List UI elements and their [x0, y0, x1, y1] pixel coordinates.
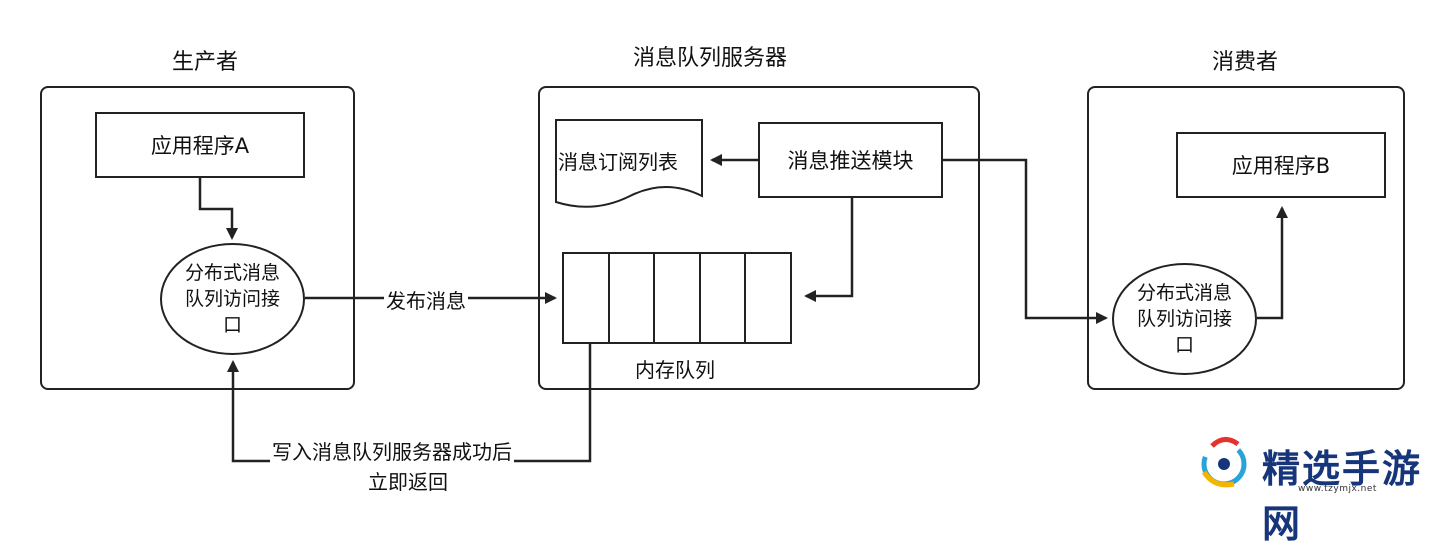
queue-slot: [744, 252, 792, 344]
queue-slot: [562, 252, 610, 344]
consumer-title: 消费者: [1211, 50, 1278, 75]
producer-interface-label: 分布式消息队列访问接口: [184, 262, 280, 336]
producer-interface-ellipse: 分布式消息队列访问接口: [160, 243, 305, 355]
subscription-list-label: 消息订阅列表: [558, 150, 678, 174]
producer-title: 生产者: [171, 50, 238, 75]
server-title: 消息队列服务器: [632, 46, 787, 71]
consumer-interface-ellipse: 分布式消息队列访问接口: [1112, 263, 1257, 375]
consumer-app-box: 应用程序B: [1176, 132, 1386, 198]
return-label-line2: 立即返回: [366, 466, 450, 495]
watermark-url: www.tzymjx.net: [1298, 484, 1377, 494]
memory-queue: [562, 252, 792, 344]
producer-app-box: 应用程序A: [95, 112, 305, 178]
watermark-logo-icon: [1201, 437, 1247, 488]
subscription-list-document: [555, 119, 703, 208]
return-label-line1: 写入消息队列服务器成功后: [270, 436, 514, 465]
connector-layer: [198, 154, 1288, 463]
arrow-push-to-queue: [804, 198, 854, 302]
arrow-consumer-to-appB: [1257, 206, 1288, 320]
push-module-box: 消息推送模块: [758, 122, 943, 198]
publish-label: 发布消息: [384, 285, 468, 314]
consumer-interface-label: 分布式消息队列访问接口: [1136, 282, 1232, 356]
arrow-push-to-consumer: [943, 158, 1108, 324]
memory-queue-label: 内存队列: [635, 358, 715, 382]
arrow-appA-to-interface: [198, 178, 238, 240]
